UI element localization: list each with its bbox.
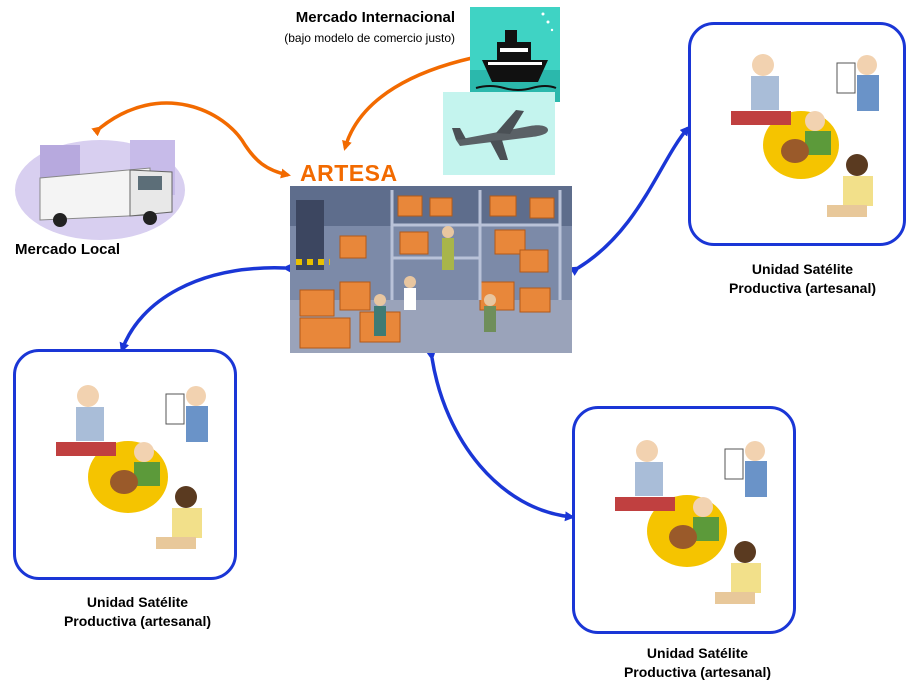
arrow-artesa-sat2	[569, 125, 690, 276]
satellite-unit-label-line1: Unidad Satélite	[646, 645, 749, 661]
satellite-unit-label-line1: Unidad Satélite	[751, 261, 854, 277]
arrow-artesa-sat3	[425, 350, 575, 522]
satellite-unit-label-line2: Productiva (artesanal)	[728, 280, 877, 296]
satellite-unit-box-1	[13, 349, 237, 580]
satellite-unit-label-line2: Productiva (artesanal)	[623, 664, 772, 680]
satellite-unit-box-3	[572, 406, 796, 634]
satellite-unit-label-line1: Unidad Satélite	[86, 594, 189, 610]
arrow-intl-artesa	[342, 51, 480, 151]
international-market-title: Mercado Internacional	[295, 9, 455, 26]
international-market-subtitle: (bajo modelo de comercio justo)	[284, 31, 455, 45]
satellite-unit-label-line2: Productiva (artesanal)	[63, 613, 212, 629]
artisan-workers-illustration	[56, 385, 208, 549]
satellite-unit-label-3: Unidad Satélite Productiva (artesanal)	[590, 644, 805, 682]
satellite-unit-label-1: Unidad Satélite Productiva (artesanal)	[30, 593, 245, 631]
arrow-local-artesa	[91, 101, 291, 179]
satellite-unit-box-2	[688, 22, 906, 246]
artisan-workers-illustration	[615, 440, 767, 604]
artisan-workers-illustration	[731, 54, 879, 217]
artesa-title: ARTESA	[300, 160, 398, 186]
local-market-label: Mercado Local	[15, 241, 121, 258]
satellite-unit-label-2: Unidad Satélite Productiva (artesanal)	[695, 260, 906, 298]
arrow-artesa-sat1	[119, 263, 293, 353]
